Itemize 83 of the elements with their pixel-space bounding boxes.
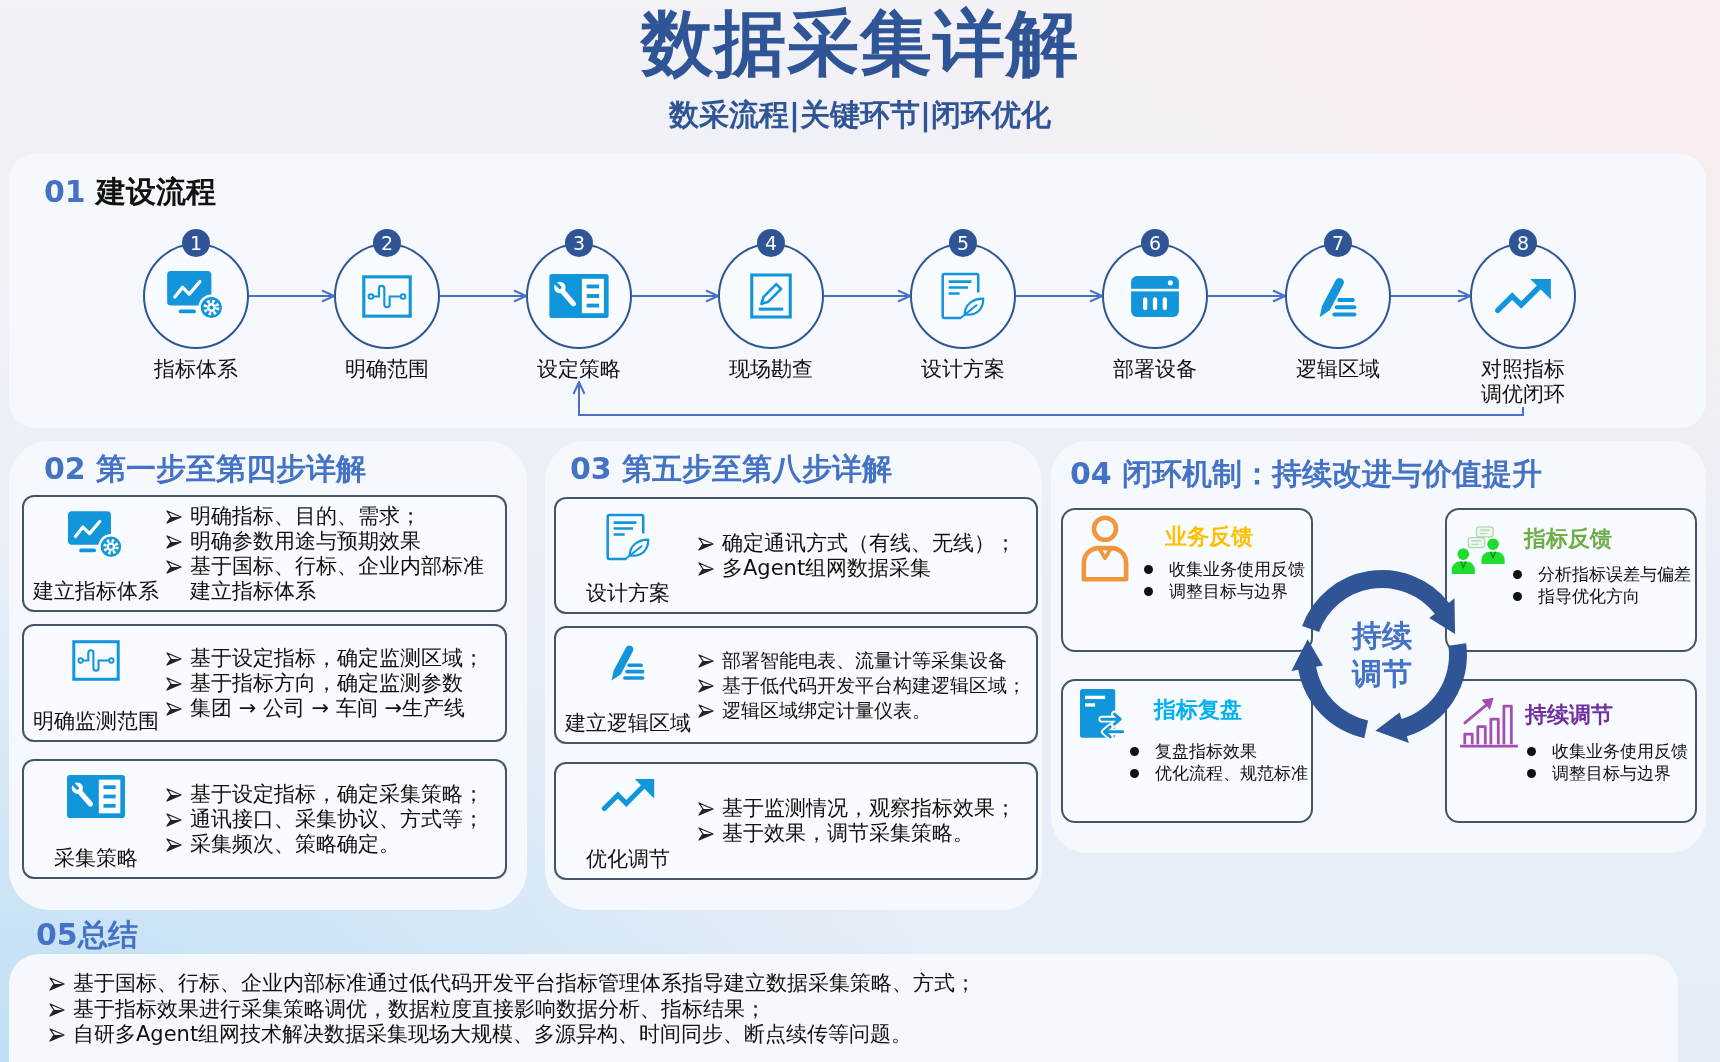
step-label: 部署设备 <box>1113 357 1197 382</box>
card-title: 指标反馈 <box>1524 525 1612 553</box>
bullet-text: 分析指标误差与偏差 <box>1538 563 1691 585</box>
bullet-text: 收集业务使用反馈 <box>1169 558 1305 580</box>
step-label: 对照指标调优闭环 <box>1480 357 1566 407</box>
bullet-text: 基于指标效果进行采集策略调优，数据粒度直接影响数据分析、指标结果； <box>73 996 766 1022</box>
feedback-card <box>1061 508 1313 652</box>
section-heading: 04 闭环机制：持续改进与价值提升 <box>1070 456 1543 492</box>
step-number-badge: 2 <box>373 229 401 257</box>
bullet-text: 基于国标、行标、企业内部标准建立指标体系 <box>190 553 485 604</box>
detail-card <box>554 626 1038 744</box>
bullet-text: 基于指标方向，确定监测参数 <box>190 670 463 696</box>
step-number-badge: 4 <box>757 229 785 257</box>
card-title: 优化调节 <box>586 847 670 872</box>
bullet-text: 基于设定指标，确定采集策略； <box>190 781 484 807</box>
flow-arrow <box>439 289 527 303</box>
flow-arrow <box>631 289 719 303</box>
bullet-text: 明确参数用途与预期效果 <box>190 528 421 554</box>
detail-card <box>22 624 507 742</box>
card-title: 建立指标体系 <box>33 579 159 604</box>
section-panel <box>545 441 1042 910</box>
flow-arrow <box>1207 289 1286 303</box>
bullet-text: 逻辑区域绑定计量仪表。 <box>722 697 931 723</box>
feedback-card <box>1445 679 1697 823</box>
feedback-card <box>1445 508 1697 652</box>
bullet-text: 调整目标与边界 <box>1169 580 1288 602</box>
bullet-text: 指导优化方向 <box>1538 585 1640 607</box>
detail-card <box>22 759 507 879</box>
flow-arrow <box>248 289 335 303</box>
bullet-text: 基于效果，调节采集策略。 <box>722 821 974 846</box>
detail-card <box>554 497 1038 614</box>
step-number-badge: 6 <box>1141 229 1169 257</box>
step-number-badge: 3 <box>565 229 593 257</box>
section-panel <box>9 154 1706 428</box>
bullet-text: 基于设定指标，确定监测区域； <box>190 645 484 671</box>
bullet-text: 多Agent组网数据采集 <box>722 555 932 581</box>
step-number-badge: 7 <box>1324 229 1352 257</box>
card-title: 明确监测范围 <box>33 709 159 734</box>
flow-arrow <box>1390 289 1471 303</box>
bullet-text: 明确指标、目的、需求； <box>190 503 421 529</box>
card-title: 指标复盘 <box>1154 696 1242 724</box>
cycle-label: 持续调节 <box>1352 617 1412 693</box>
card-title: 业务反馈 <box>1165 523 1253 551</box>
section-heading: 02 第一步至第四步详解 <box>44 451 367 487</box>
step-label: 逻辑区域 <box>1296 357 1380 382</box>
step-number-badge: 1 <box>182 229 210 257</box>
section-panel <box>1051 441 1706 853</box>
card-title: 持续调节 <box>1525 701 1613 729</box>
bullet-text: 集团 → 公司 → 车间 →生产线 <box>190 695 466 721</box>
step-number-badge: 8 <box>1509 229 1537 257</box>
detail-card <box>554 762 1038 880</box>
section-heading: 03 第五步至第八步详解 <box>570 451 893 487</box>
bullet-text: 基于监测情况，观察指标效果； <box>722 796 1016 821</box>
feedback-card <box>1061 679 1313 823</box>
card-title: 设计方案 <box>586 581 670 606</box>
bullet-text: 部署智能电表、流量计等采集设备 <box>722 647 1007 673</box>
step-number-badge: 5 <box>949 229 977 257</box>
step-label: 明确范围 <box>345 357 429 382</box>
bullet-text: 通讯接口、采集协议、方式等； <box>190 806 484 832</box>
page-subtitle: 数采流程|关键环节|闭环优化 <box>669 97 1051 133</box>
card-title: 采集策略 <box>54 846 138 871</box>
detail-card <box>22 495 507 612</box>
flow-arrow <box>823 289 911 303</box>
page-title: 数据采集详解 <box>641 2 1079 84</box>
step-label: 设定策略 <box>537 357 621 382</box>
bullet-text: 复盘指标效果 <box>1155 740 1257 762</box>
step-label: 现场勘查 <box>729 357 813 382</box>
section-panel <box>9 441 527 910</box>
bullet-text: 采集频次、策略确定。 <box>190 831 400 857</box>
step-label: 设计方案 <box>921 357 1005 382</box>
section-heading: 05总结 <box>36 917 138 953</box>
section-heading: 01 建设流程 <box>44 174 217 210</box>
bullet-text: 基于国标、行标、企业内部标准通过低代码开发平台指标管理体系指导建立数据采集策略、方式； <box>73 971 976 997</box>
card-title: 建立逻辑区域 <box>565 711 691 736</box>
bullet-text: 确定通讯方式（有线、无线）； <box>722 530 1016 556</box>
step-label: 指标体系 <box>154 357 238 382</box>
bullet-text: 自研多Agent组网技术解决数据采集现场大规模、多源异构、时间同步、断点续传等问题。 <box>73 1022 913 1048</box>
bullet-text: 基于低代码开发平台构建逻辑区域； <box>722 672 1026 698</box>
bullet-text: 收集业务使用反馈 <box>1552 740 1688 762</box>
bullet-text: 优化流程、规范标准 <box>1155 762 1308 784</box>
return-arrow <box>572 381 1524 416</box>
bullet-text: 调整目标与边界 <box>1552 762 1671 784</box>
flow-arrow <box>1015 289 1103 303</box>
